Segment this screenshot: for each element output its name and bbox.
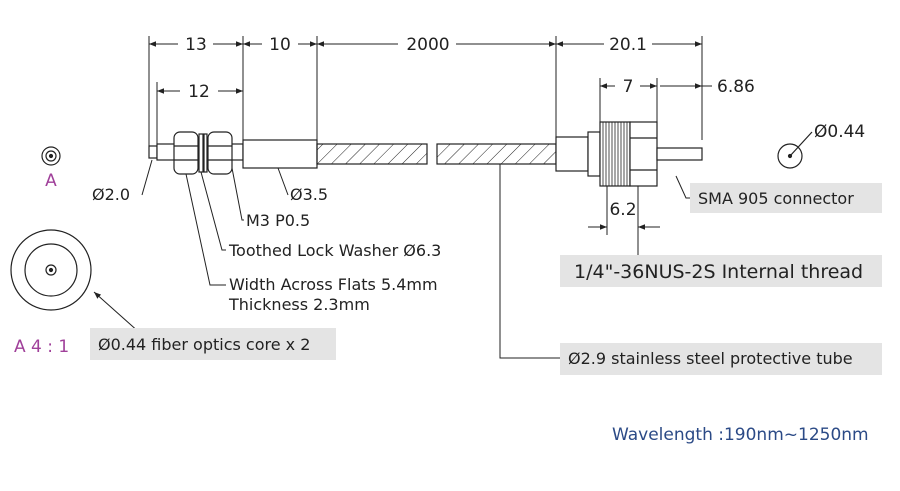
dim-10: 10	[269, 35, 291, 55]
callout-sma: SMA 905 connector	[690, 183, 882, 213]
dim-7: 7	[623, 77, 634, 97]
m3-thread-label: M3 P0.5	[246, 211, 310, 230]
washer-label: Toothed Lock Washer Ø6.3	[228, 241, 441, 260]
dim-6-2: 6.2	[609, 200, 636, 220]
callout-thread: 1/4"-36NUS-2S Internal thread	[560, 255, 882, 287]
view-a-enlarged	[10, 229, 92, 311]
thread-label: 1/4"-36NUS-2S Internal thread	[574, 261, 863, 283]
body-diameter-label: Ø3.5	[290, 185, 328, 204]
dim-20-1: 20.1	[609, 35, 647, 55]
callout-tube: Ø2.9 stainless steel protective tube	[560, 343, 882, 375]
probe-body	[148, 121, 703, 187]
tube-label: Ø2.9 stainless steel protective tube	[568, 349, 853, 368]
view-scale-label: A 4 : 1	[14, 337, 69, 357]
view-a-small	[41, 146, 61, 166]
dim-12: 12	[188, 82, 210, 102]
view-a-label: A	[45, 171, 57, 191]
flats-label-line1: Width Across Flats 5.4mm	[229, 275, 438, 294]
callout-fiber-core: Ø0.44 fiber optics core x 2	[90, 328, 336, 360]
fiber-core-label: Ø0.44 fiber optics core x 2	[98, 335, 310, 354]
sma-label: SMA 905 connector	[698, 189, 854, 208]
dim-6-86: 6.86	[717, 77, 755, 97]
lock-washer	[198, 133, 204, 173]
dim-2000: 2000	[406, 35, 449, 55]
wavelength-label: Wavelength :190nm~1250nm	[612, 425, 869, 445]
hex-nut	[173, 131, 199, 175]
end-view-diameter: Ø0.44	[814, 122, 865, 142]
dim-13: 13	[185, 35, 207, 55]
fiber-end-view	[777, 131, 813, 169]
tip-diameter-label: Ø2.0	[92, 185, 130, 204]
flats-label-line2: Thickness 2.3mm	[228, 295, 370, 314]
hex-nut	[207, 131, 233, 175]
leader-lines	[93, 159, 690, 359]
